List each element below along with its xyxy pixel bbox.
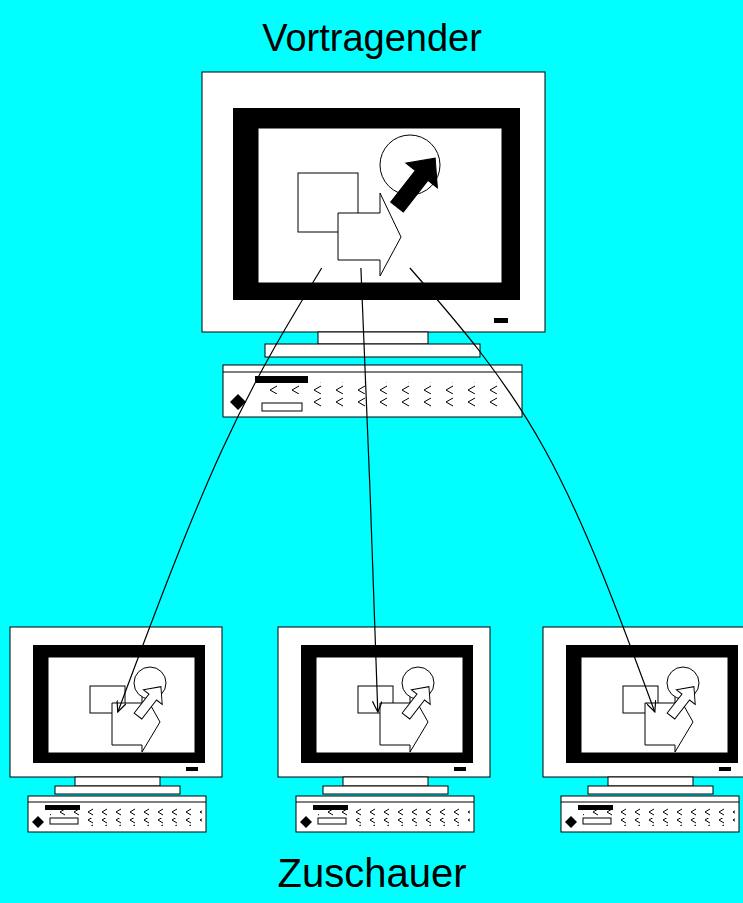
monitor-case bbox=[202, 72, 545, 332]
audience-computer bbox=[278, 627, 490, 832]
audience-screen bbox=[85, 712, 165, 757]
broadcast-arrow bbox=[410, 268, 655, 712]
power-led bbox=[494, 318, 508, 323]
floppy-slot bbox=[262, 403, 302, 411]
broadcast-arrow bbox=[118, 268, 322, 712]
drive-slots bbox=[260, 382, 510, 394]
drive-bay bbox=[255, 376, 308, 383]
audience-screen bbox=[353, 712, 433, 757]
audience-screen bbox=[618, 712, 698, 757]
monitor-screen bbox=[258, 128, 502, 283]
monitor-stand bbox=[318, 332, 428, 344]
screen-block-arrow bbox=[338, 193, 401, 276]
audience-computer bbox=[543, 627, 743, 832]
system-unit bbox=[223, 365, 522, 417]
screen-pointer-arrow bbox=[381, 146, 451, 219]
monitor-foot bbox=[265, 344, 480, 357]
monitor-bezel bbox=[233, 108, 520, 300]
presenter-screen: Vortragender bbox=[258, 128, 503, 268]
power-button bbox=[230, 394, 246, 410]
audience-computer bbox=[10, 627, 222, 832]
node-heading: Vortragender bbox=[172, 16, 572, 60]
broadcast-arrow bbox=[361, 268, 378, 712]
unit-edge bbox=[223, 372, 522, 373]
drive-slots bbox=[305, 396, 510, 408]
presenter-computer bbox=[202, 72, 545, 417]
group-label: Zuschauer bbox=[172, 850, 572, 896]
